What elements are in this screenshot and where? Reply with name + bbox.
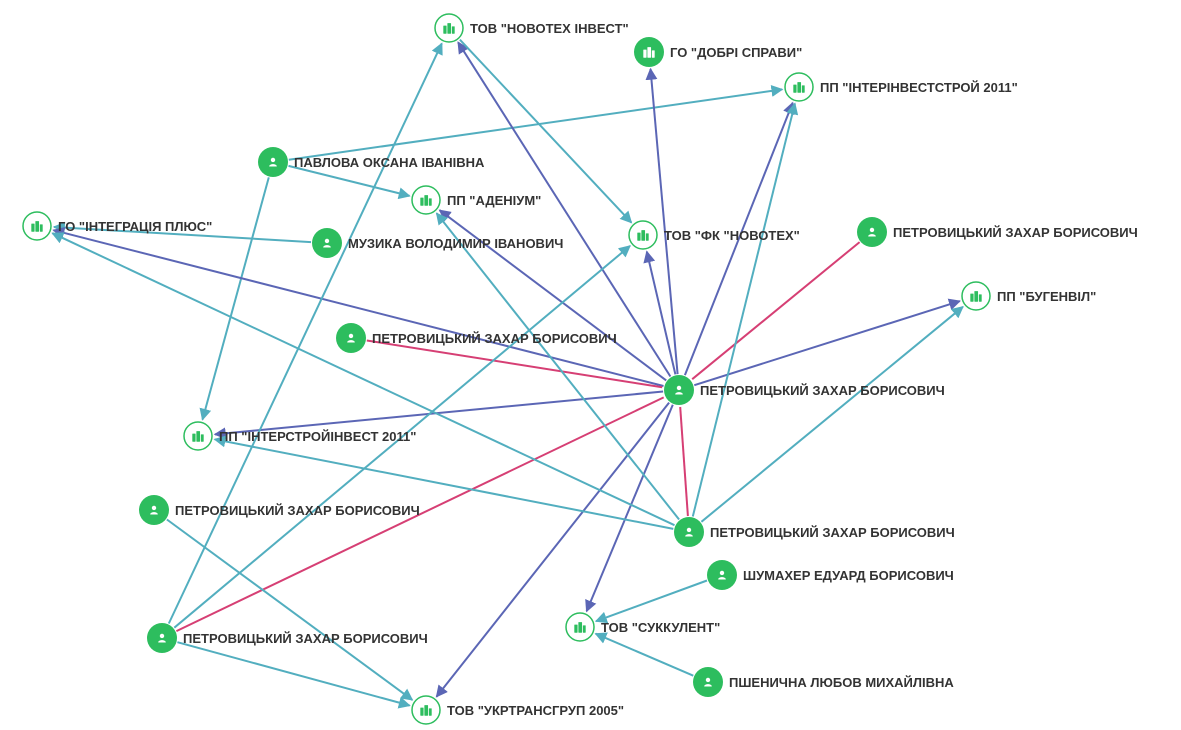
company-node[interactable]: ГО "ДОБРІ СПРАВИ" <box>634 37 802 67</box>
edge-n12-to-n17 <box>585 404 674 613</box>
node-label: ПП "ІНТЕРСТРОЙІНВЕСТ 2011" <box>219 429 416 444</box>
edge-n15-to-n10 <box>700 306 964 523</box>
node-label: ШУМАХЕР ЕДУАРД БОРИСОВИЧ <box>743 568 954 583</box>
edge-n15-to-n3 <box>691 102 799 517</box>
person-node[interactable]: ПАВЛОВА ОКСАНА ІВАНІВНА <box>258 147 485 177</box>
person-node[interactable]: ПЕТРОВИЦЬКИЙ ЗАХАР БОРИСОВИЧ <box>664 375 945 405</box>
node-label: ГО "ДОБРІ СПРАВИ" <box>670 45 802 60</box>
node-label: ТОВ "ФК "НОВОТЕХ" <box>664 228 800 243</box>
node-label: ПП "АДЕНІУМ" <box>447 193 541 208</box>
nodes-layer: ТОВ "НОВОТЕХ ІНВЕСТ" ГО "ДОБРІ СПРАВИ" ПП … <box>22 13 1138 725</box>
edge-n4-to-n13 <box>199 177 270 421</box>
edge-n4-to-n3 <box>288 84 784 161</box>
edge-n15-to-n13 <box>213 435 674 530</box>
edge-n11-to-n12 <box>366 339 663 389</box>
person-node[interactable]: МУЗИКА ВОЛОДИМИР ІВАНОВИЧ <box>312 228 563 258</box>
node-label: ПШЕНИЧНА ЛЮБОВ МИХАЙЛІВНА <box>729 675 954 690</box>
edge-n15-to-n6 <box>51 232 675 527</box>
edge-n12-to-n6 <box>52 227 664 387</box>
person-node[interactable]: ПЕТРОВИЦЬКИЙ ЗАХАР БОРИСОВИЧ <box>336 323 617 353</box>
node-label: ПЕТРОВИЦЬКИЙ ЗАХАР БОРИСОВИЧ <box>700 383 945 398</box>
company-node[interactable]: ПП "ІНТЕРСТРОЙІНВЕСТ 2011" <box>183 421 416 451</box>
edge-n1-to-n8 <box>459 39 633 224</box>
node-label: ПП "ІНТЕРІНВЕСТСТРОЙ 2011" <box>820 80 1018 95</box>
edge-n15-to-n5 <box>435 212 680 521</box>
edge-n12-to-n5 <box>438 209 667 382</box>
node-label: ПЕТРОВИЦЬКИЙ ЗАХАР БОРИСОВИЧ <box>372 331 617 346</box>
person-node[interactable]: ПШЕНИЧНА ЛЮБОВ МИХАЙЛІВНА <box>693 667 954 697</box>
person-node[interactable]: ШУМАХЕР ЕДУАРД БОРИСОВИЧ <box>707 560 954 590</box>
company-node[interactable]: ТОВ "НОВОТЕХ ІНВЕСТ" <box>434 13 629 43</box>
company-node[interactable]: ТОВ "СУККУЛЕНТ" <box>565 612 720 642</box>
node-label: ГО "ІНТЕГРАЦІЯ ПЛЮС" <box>58 219 212 234</box>
company-node[interactable]: ТОВ "ФК "НОВОТЕХ" <box>628 220 800 250</box>
edge-n12-to-n3 <box>683 101 795 376</box>
person-node[interactable]: ПЕТРОВИЦЬКИЙ ЗАХАР БОРИСОВИЧ <box>147 623 428 653</box>
node-label: ПЕТРОВИЦЬКИЙ ЗАХАР БОРИСОВИЧ <box>710 525 955 540</box>
edge-n12-to-n20 <box>435 401 670 698</box>
company-node[interactable]: ГО "ІНТЕГРАЦІЯ ПЛЮС" <box>22 211 212 241</box>
edge-n16-to-n17 <box>594 579 708 624</box>
person-node[interactable]: ПЕТРОВИЦЬКИЙ ЗАХАР БОРИСОВИЧ <box>857 217 1138 247</box>
node-label: МУЗИКА ВОЛОДИМИР ІВАНОВИЧ <box>348 236 563 251</box>
company-node[interactable]: ПП "ІНТЕРІНВЕСТСТРОЙ 2011" <box>784 72 1018 102</box>
node-label: ПЕТРОВИЦЬКИЙ ЗАХАР БОРИСОВИЧ <box>175 503 420 518</box>
node-label: ПЕТРОВИЦЬКИЙ ЗАХАР БОРИСОВИЧ <box>893 225 1138 240</box>
edge-n12-to-n8 <box>643 250 677 375</box>
edge-n12-to-n1 <box>457 41 672 378</box>
node-label: ТОВ "УКРТРАНСГРУП 2005" <box>447 703 624 718</box>
edge-n12-to-n13 <box>213 390 664 440</box>
edge-n12-to-n2 <box>645 67 679 375</box>
edge-n18-to-n8 <box>173 245 631 629</box>
person-node[interactable]: ПЕТРОВИЦЬКИЙ ЗАХАР БОРИСОВИЧ <box>674 517 955 547</box>
edges-layer <box>51 39 964 709</box>
edge-n9-to-n12 <box>691 241 861 380</box>
node-label: ПП "БУГЕНВІЛ" <box>997 289 1096 304</box>
node-label: ТОВ "НОВОТЕХ ІНВЕСТ" <box>470 21 629 36</box>
edge-n4-to-n5 <box>288 164 411 200</box>
edge-n14-to-n20 <box>166 518 414 701</box>
edge-n15-to-n12 <box>679 406 689 517</box>
edge-n18-to-n20 <box>177 641 411 709</box>
edge-n18-to-n12 <box>175 396 665 633</box>
node-label: ПЕТРОВИЦЬКИЙ ЗАХАР БОРИСОВИЧ <box>183 631 428 646</box>
company-node[interactable]: ПП "БУГЕНВІЛ" <box>961 281 1096 311</box>
person-node[interactable]: ПЕТРОВИЦЬКИЙ ЗАХАР БОРИСОВИЧ <box>139 495 420 525</box>
edge-n19-to-n17 <box>594 632 694 677</box>
edge-n18-to-n1 <box>167 42 443 624</box>
node-label: ТОВ "СУККУЛЕНТ" <box>601 620 720 635</box>
company-node[interactable]: ТОВ "УКРТРАНСГРУП 2005" <box>411 695 624 725</box>
edge-n7-to-n6 <box>52 221 312 244</box>
company-node[interactable]: ПП "АДЕНІУМ" <box>411 185 541 215</box>
edge-n12-to-n10 <box>693 298 961 387</box>
node-label: ПАВЛОВА ОКСАНА ІВАНІВНА <box>294 155 485 170</box>
